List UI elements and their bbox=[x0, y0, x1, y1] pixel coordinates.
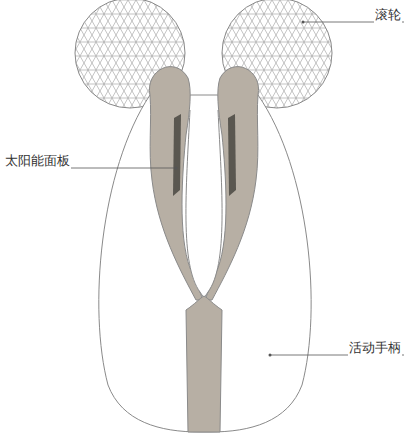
handle-body bbox=[99, 95, 311, 432]
part-label: 太阳能面板 bbox=[4, 153, 71, 169]
part-label: 活动手柄 bbox=[348, 340, 402, 356]
part-label: 滚轮 bbox=[374, 7, 402, 23]
solar-panel bbox=[173, 114, 181, 196]
solar-panel bbox=[228, 114, 236, 196]
handle-stem bbox=[186, 296, 222, 432]
leader-dot bbox=[269, 354, 272, 357]
leader-dot bbox=[302, 21, 305, 24]
handle-gap bbox=[186, 110, 222, 298]
leader-dot bbox=[175, 167, 178, 170]
